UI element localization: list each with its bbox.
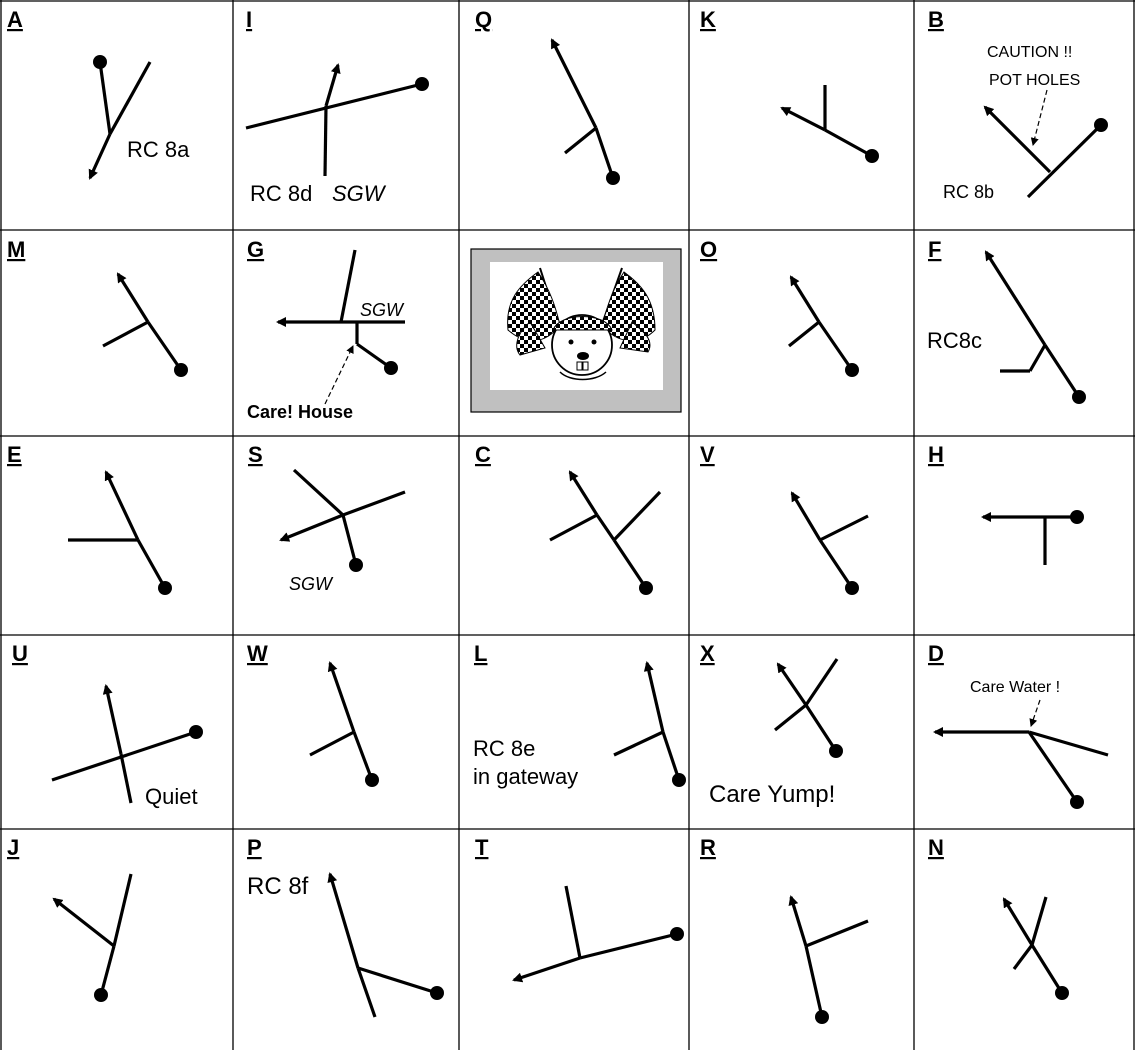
cell-v: V: [700, 442, 868, 595]
note: Care! House: [247, 402, 353, 422]
note: CAUTION !!: [987, 44, 1072, 61]
cell-letter: X: [700, 641, 715, 666]
cell-h: H: [928, 442, 1084, 565]
cell-p: P RC 8f: [247, 835, 444, 1017]
note: RC 8b: [943, 182, 994, 202]
cell-letter: G: [247, 237, 264, 262]
cell-letter: N: [928, 835, 944, 860]
note: RC 8e: [473, 736, 535, 761]
cell-letter: C: [475, 442, 491, 467]
cell-k: K: [700, 7, 879, 163]
cell-letter: Q: [475, 7, 492, 32]
cell-d: D Care Water !: [928, 641, 1108, 809]
cell-letter: P: [247, 835, 262, 860]
cell-letter: M: [7, 237, 25, 262]
note: Care Yump!: [709, 781, 835, 808]
note: in gateway: [473, 764, 578, 789]
cell-i: I RC 8d SGW: [246, 7, 429, 206]
cell-t: T: [475, 835, 684, 980]
cell-m: M: [7, 237, 188, 377]
cell-logo: [471, 249, 681, 412]
cell-f: F RC8c: [927, 237, 1086, 404]
note: SGW: [332, 181, 387, 206]
cell-letter: F: [928, 237, 941, 262]
cell-letter: K: [700, 7, 716, 32]
note: RC 8d: [250, 181, 312, 206]
note: RC 8a: [127, 137, 190, 162]
cell-w: W: [247, 641, 379, 787]
note: SGW: [289, 574, 334, 594]
note: POT HOLES: [989, 72, 1080, 89]
cell-letter: A: [7, 7, 23, 32]
cell-letter: O: [700, 237, 717, 262]
cell-g: G SGW Care! House: [247, 237, 405, 422]
cell-u: U Quiet: [12, 641, 203, 809]
note: RC8c: [927, 328, 982, 353]
cell-letter: U: [12, 641, 28, 666]
cell-letter: T: [475, 835, 489, 860]
note: RC 8f: [247, 873, 309, 900]
cell-letter: J: [7, 835, 19, 860]
cell-b: B CAUTION !! POT HOLES RC 8b: [928, 7, 1108, 202]
cell-letter: S: [248, 442, 263, 467]
cell-letter: R: [700, 835, 716, 860]
cell-letter: B: [928, 7, 944, 32]
cell-letter: H: [928, 442, 944, 467]
cell-e: E: [7, 442, 172, 595]
cell-letter: E: [7, 442, 22, 467]
cell-c: C: [475, 442, 660, 595]
cell-j: J: [7, 835, 131, 1002]
cell-r: R: [700, 835, 868, 1024]
cell-letter: V: [700, 442, 715, 467]
cell-s: S SGW: [248, 442, 405, 594]
cell-letter: W: [247, 641, 268, 666]
cell-n: N: [928, 835, 1069, 1000]
cell-o: O: [700, 237, 859, 377]
note: SGW: [360, 300, 405, 320]
note: Quiet: [145, 784, 198, 809]
note: Care Water !: [970, 679, 1060, 696]
cell-letter: I: [246, 7, 252, 32]
cell-letter: L: [474, 641, 487, 666]
cell-a: A RC 8a: [7, 7, 190, 178]
cell-letter: D: [928, 641, 944, 666]
cell-q: Q: [475, 7, 620, 185]
cell-l: L RC 8e in gateway: [473, 641, 686, 789]
cell-x: X Care Yump!: [700, 641, 843, 808]
